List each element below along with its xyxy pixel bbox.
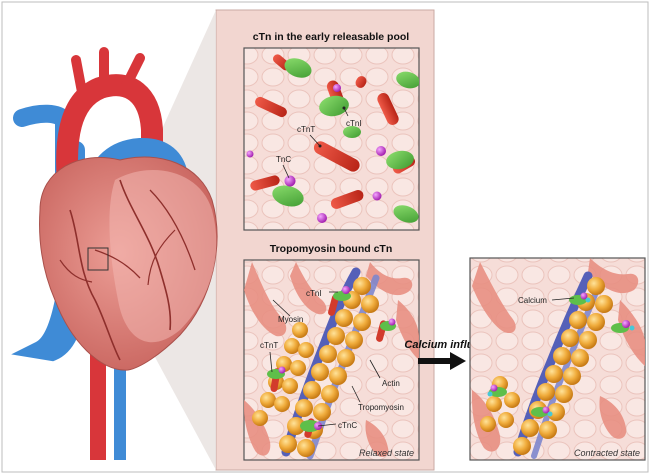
actin-label: Actin <box>382 379 400 388</box>
coronary-vessel-2 <box>119 179 172 331</box>
calcium-influx-arrow <box>418 352 466 370</box>
ctni-label: cTnI <box>346 119 362 128</box>
tnc-molecule <box>372 191 382 201</box>
contracted-caption: Contracted state <box>574 448 640 458</box>
ctni-molecule <box>386 150 414 170</box>
coronary-vessel-3 <box>149 189 196 271</box>
ctnt-leader <box>309 134 321 147</box>
vena-cava <box>11 104 85 362</box>
pool-title: cTn in the early releasable pool <box>253 31 409 43</box>
troponin-complex <box>569 292 591 305</box>
tnc-molecule <box>246 150 254 158</box>
tropomyosin-leader <box>351 385 361 403</box>
ctnt-molecule <box>313 141 360 172</box>
myosin-head <box>244 400 271 456</box>
ctnt-molecule <box>355 76 367 88</box>
ctni-molecule <box>396 71 419 89</box>
ctnt-molecule <box>250 175 280 191</box>
actin-filament <box>252 277 379 457</box>
bound-ctni-label: cTnI <box>306 289 322 298</box>
myosin-head <box>290 262 327 315</box>
tropomyosin-label: Tropomyosin <box>358 403 404 412</box>
troponin-complex <box>300 418 322 438</box>
bound-title: Tropomyosin bound cTn <box>270 243 393 255</box>
troponin-complex <box>531 406 553 417</box>
tnc-molecule <box>333 84 341 92</box>
bound-ctnc-label: cTnC <box>338 421 357 430</box>
tnc-leader <box>282 164 290 179</box>
relaxed-caption: Relaxed state <box>359 448 414 458</box>
myosin-head <box>472 262 516 334</box>
myosin-head <box>365 420 389 457</box>
pool-panel <box>243 47 420 231</box>
myosin-label: Myosin <box>278 315 303 324</box>
coronary-vessel-5 <box>59 259 93 283</box>
aortic-branch-3 <box>121 53 145 91</box>
calcium-label: Calcium <box>518 296 547 305</box>
myosin-head <box>244 262 287 337</box>
myosin-head <box>588 258 639 294</box>
ctnt-molecule <box>377 93 399 125</box>
ctni-molecule <box>284 58 312 78</box>
tnc-label: TnC <box>276 155 291 164</box>
ctnt-label: cTnT <box>297 125 315 134</box>
calcium-influx-label: Calcium influx <box>404 339 480 351</box>
troponin-complex <box>611 320 635 333</box>
ctni-molecule <box>272 185 304 207</box>
tnc-molecule <box>284 175 296 187</box>
troponin-complex <box>267 366 286 392</box>
aortic-branch-1 <box>71 55 87 97</box>
pool-molecules <box>246 54 419 223</box>
bound-molecules <box>244 262 419 460</box>
coronary-vessel-1 <box>69 209 121 361</box>
heart-lobe-overlay <box>109 170 217 343</box>
tnc-molecule <box>317 213 327 223</box>
myosin-head <box>618 300 645 366</box>
myosin-head <box>366 262 413 296</box>
ctni-leader-dot <box>342 106 346 110</box>
heart-illustration <box>11 47 218 460</box>
aortic-arch <box>56 74 163 211</box>
ctnt-molecule <box>255 96 287 118</box>
contracted-molecules <box>472 258 645 459</box>
bound-ctnt-label: cTnT <box>260 341 278 350</box>
calcium-leader <box>551 297 575 301</box>
myosin-leader <box>272 299 291 317</box>
tnc-molecule <box>376 146 386 156</box>
ctnt-leader-dot <box>318 144 322 148</box>
ctni-molecule <box>393 205 419 223</box>
coronary-vessel-4 <box>94 249 141 279</box>
ctni-molecule <box>319 95 349 117</box>
troponin-complex <box>328 286 351 316</box>
myosin-head <box>396 300 419 360</box>
ctnt-molecule <box>330 190 364 209</box>
ctni-molecule <box>343 126 361 138</box>
troponin-complex <box>487 384 507 397</box>
bound-ctnc-leader <box>317 423 337 427</box>
coronary-vessel-6 <box>147 229 176 286</box>
troponin-complex <box>376 318 396 342</box>
bound-ctnt-leader <box>269 351 273 373</box>
actin-leader <box>369 359 381 379</box>
zoom-source-box <box>87 247 109 271</box>
myosin-head <box>599 396 627 439</box>
